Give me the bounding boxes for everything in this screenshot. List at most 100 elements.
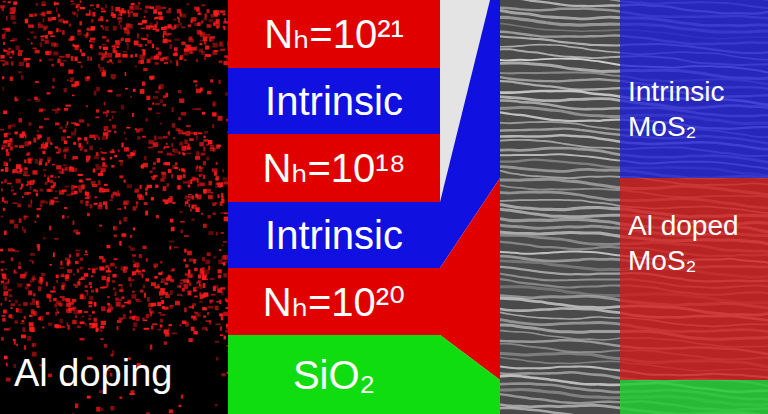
band-label: Nₕ=10¹⁸ (262, 143, 405, 193)
doping-speck (132, 206, 136, 210)
doping-speck (120, 162, 123, 166)
doping-speck (125, 72, 127, 76)
doping-speck (185, 195, 187, 199)
doping-speck (19, 118, 22, 122)
doping-speck (101, 157, 105, 160)
doping-speck (115, 40, 120, 43)
doping-speck (169, 409, 173, 413)
doping-speck (113, 26, 117, 31)
doping-speck (143, 68, 147, 71)
doping-speck (46, 312, 49, 315)
doping-speck (33, 138, 36, 143)
doped-layer-band: Nₕ=10¹⁸ (228, 134, 440, 202)
doping-speck (106, 20, 108, 22)
doping-speck (38, 136, 41, 138)
doping-speck (133, 328, 135, 330)
doping-speck (4, 328, 9, 330)
doping-speck (9, 158, 11, 161)
doping-speck (100, 151, 103, 153)
doping-speck (22, 131, 25, 136)
doping-speck (23, 171, 27, 174)
doping-speck (29, 322, 34, 326)
doping-speck (150, 312, 152, 317)
doping-speck (185, 273, 189, 276)
doping-speck (203, 161, 206, 165)
doping-speck (124, 147, 129, 151)
doping-speck (99, 225, 102, 227)
doping-speck (75, 57, 78, 62)
doping-speck (5, 167, 7, 172)
doping-speck (220, 334, 223, 336)
doping-speck (96, 166, 101, 170)
region-label: Al doped MoS₂ (628, 208, 760, 278)
doping-speck (133, 89, 136, 92)
doping-speck (133, 227, 135, 230)
doping-speck (99, 256, 104, 259)
doping-speck (219, 42, 222, 45)
doping-speck (211, 192, 213, 194)
doping-speck (23, 302, 28, 306)
doping-speck (22, 226, 24, 231)
doping-speck (92, 12, 95, 17)
doping-speck (116, 94, 121, 97)
doping-speck (28, 159, 32, 164)
doping-speck (77, 32, 82, 36)
doping-speck (182, 152, 184, 155)
doping-speck (9, 57, 12, 59)
doping-speck (169, 8, 171, 10)
doping-speck (184, 249, 186, 253)
doping-speck (44, 174, 46, 177)
doping-speck (5, 163, 8, 167)
doping-speck (155, 103, 159, 105)
doping-speck (183, 259, 185, 262)
doping-speck (124, 206, 126, 209)
doping-speck (46, 141, 51, 144)
doping-speck (151, 197, 154, 200)
doping-speck (8, 125, 11, 129)
doping-speck (110, 157, 112, 160)
doping-speck (65, 274, 69, 278)
doping-speck (65, 258, 69, 261)
doping-speck (189, 138, 194, 141)
doping-speck (153, 96, 158, 99)
doping-speck (207, 91, 211, 95)
doping-speck (141, 38, 146, 40)
doping-speck (156, 112, 161, 114)
doping-speck (163, 39, 168, 43)
doping-speck (96, 407, 100, 412)
doping-speck (192, 195, 194, 200)
doping-speck (117, 326, 119, 330)
doping-speck (169, 196, 172, 199)
doping-speck (86, 178, 91, 180)
doping-speck (102, 54, 104, 59)
doping-speck (219, 313, 223, 316)
doping-speck (203, 316, 206, 318)
doping-speck (186, 125, 191, 127)
doping-speck (135, 189, 139, 193)
doping-speck (147, 40, 151, 44)
doping-speck (166, 143, 168, 145)
doping-speck (85, 192, 89, 196)
doping-speck (14, 131, 17, 134)
doping-speck (75, 128, 77, 132)
doping-speck (134, 5, 139, 10)
doping-speck (54, 177, 56, 179)
doping-speck (126, 23, 130, 27)
doping-speck (186, 45, 191, 47)
doping-speck (130, 235, 132, 238)
doping-speck (192, 305, 194, 308)
doping-speck (54, 201, 59, 203)
doping-speck (61, 136, 66, 141)
doping-speck (46, 201, 48, 204)
doping-speck (42, 1, 46, 6)
doping-speck (68, 69, 73, 73)
doping-speck (4, 291, 8, 295)
doping-speck (30, 200, 32, 204)
doping-speck (203, 175, 205, 179)
doping-speck (78, 143, 81, 148)
doping-speck (54, 238, 59, 240)
doping-speck (122, 143, 124, 148)
doping-speck (63, 60, 67, 62)
doping-speck (34, 13, 37, 16)
doping-speck (8, 289, 12, 291)
